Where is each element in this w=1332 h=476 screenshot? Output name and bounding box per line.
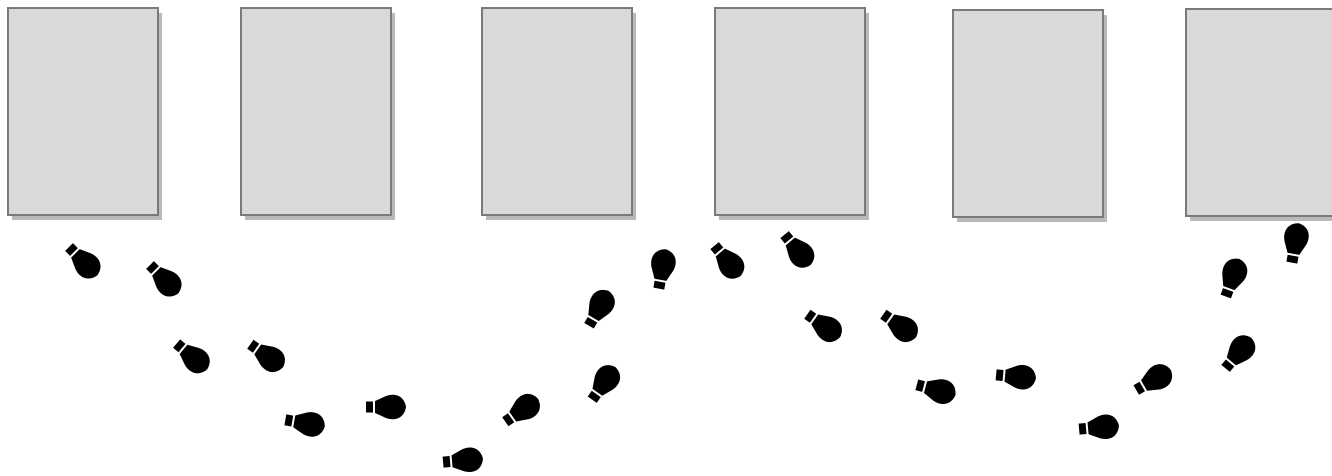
panel-3: [481, 7, 636, 220]
shoe-print-icon: [1130, 359, 1177, 401]
shoe-print-icon: [498, 388, 546, 432]
panel-5: [952, 9, 1107, 222]
shoe-print-icon: [243, 334, 291, 378]
shoe-print-icon: [1216, 329, 1261, 377]
shoe-print-icon: [366, 394, 406, 420]
footprints: [60, 221, 1311, 475]
shoe-print-icon: [775, 226, 820, 274]
panel-4: [714, 7, 869, 220]
shoe-print-icon: [705, 237, 750, 285]
shoe-print-icon: [141, 256, 187, 302]
shoe-print-icon: [913, 372, 959, 407]
panel-1: [7, 7, 162, 220]
shoe-print-icon: [578, 285, 620, 332]
shoe-print-icon: [168, 334, 216, 379]
shoe-print-icon: [442, 446, 485, 475]
shoe-print-icon: [995, 362, 1038, 391]
shoe-print-icon: [60, 238, 106, 284]
panel-2: [240, 7, 395, 220]
shoe-print-icon: [1279, 221, 1311, 265]
shoe-print-icon: [876, 304, 924, 348]
panel-6: [1185, 8, 1332, 221]
shoe-print-icon: [800, 304, 848, 348]
shoe-print-icon: [1078, 413, 1121, 442]
shoe-print-icon: [646, 247, 678, 291]
shoe-print-icon: [582, 359, 626, 407]
shoe-print-icon: [1214, 254, 1251, 301]
shoe-print-icon: [283, 407, 327, 439]
